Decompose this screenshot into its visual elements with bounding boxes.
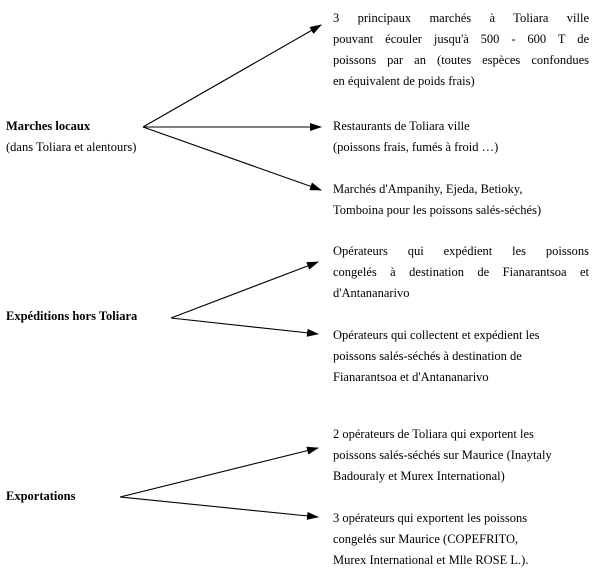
source-exportations: Exportations — [6, 489, 76, 503]
text-line: (poissons frais, fumés à froid …) — [333, 140, 499, 154]
text-line: en équivalent de poids frais) — [333, 74, 475, 88]
text-line: Opérateurs qui collectent et expédient l… — [333, 328, 540, 342]
text-line: 2 opérateurs de Toliara qui exportent le… — [333, 427, 534, 441]
text-line: Opérateurs qui expédient les poissons — [333, 244, 589, 258]
arrow-export-to-dried-exporters — [119, 446, 319, 498]
text-line: d'Antananarivo — [333, 286, 410, 300]
target-frozen-shipping-operators: Opérateurs qui expédient les poissons co… — [333, 241, 589, 304]
target-frozen-exporters: 3 opérateurs qui exportent les poissons … — [333, 508, 589, 571]
arrow-local-to-regional-markets — [142, 126, 322, 191]
text-line: Murex International et Mlle ROSE L.). — [333, 553, 529, 567]
target-dried-exporters: 2 opérateurs de Toliara qui exportent le… — [333, 424, 589, 487]
text-line: Marchés d'Ampanihy, Ejeda, Betioky, — [333, 182, 523, 196]
text-line: poissons par an (toutes espèces confondu… — [333, 53, 589, 67]
arrow-shipping-to-dried-operators — [170, 317, 319, 337]
text-line: Badouraly et Murex International) — [333, 469, 505, 483]
text-line: congelés sur Maurice (COPEFRITO, — [333, 532, 519, 546]
arrow-local-to-markets — [142, 24, 322, 128]
arrow-export-to-frozen-exporters — [119, 496, 319, 520]
text-line: Tomboina pour les poissons salés-séchés) — [333, 203, 542, 217]
text-line: Fianarantsoa et d'Antananarivo — [333, 370, 489, 384]
target-toliara-markets: 3 principaux marchés à Toliara ville pou… — [333, 8, 589, 92]
text-line: poissons salés-séchés sur Maurice (Inayt… — [333, 448, 552, 462]
target-regional-markets: Marchés d'Ampanihy, Ejeda, Betioky, Tomb… — [333, 179, 589, 221]
source-marches-locaux-sublabel: (dans Toliara et alentours) — [6, 140, 137, 154]
text-line: 3 principaux marchés à Toliara ville — [333, 11, 589, 25]
source-marches-locaux: Marches locaux — [6, 119, 91, 133]
target-restaurants: Restaurants de Toliara ville (poissons f… — [333, 116, 589, 158]
source-expeditions-hors-toliara: Expéditions hors Toliara — [6, 309, 138, 323]
text-line: 3 opérateurs qui exportent les poissons — [333, 511, 528, 525]
text-line: congelés à destination de Fianarantsoa e… — [333, 265, 589, 279]
arrow-shipping-to-frozen-operators — [170, 261, 319, 319]
text-line: Restaurants de Toliara ville — [333, 119, 470, 133]
text-line: poissons salés-séchés à destination de — [333, 349, 522, 363]
target-dried-shipping-operators: Opérateurs qui collectent et expédient l… — [333, 325, 589, 388]
text-line: pouvant écouler jusqu'à 500 - 600 T de — [333, 32, 589, 46]
